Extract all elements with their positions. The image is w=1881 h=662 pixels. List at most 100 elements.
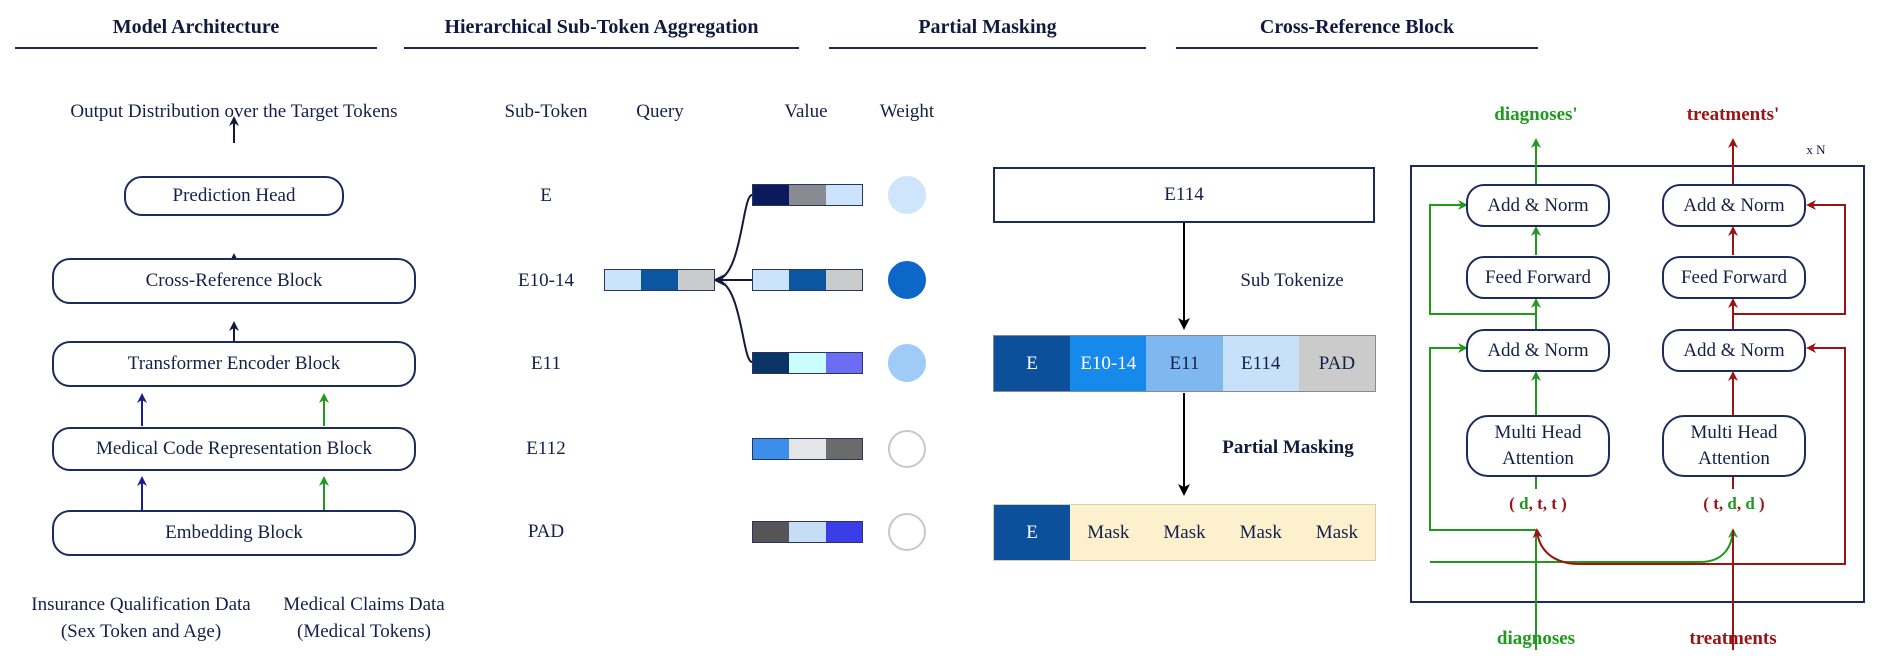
value-cell [753, 353, 790, 373]
subtoken-cell: E11 [1146, 336, 1223, 391]
add-norm-bottom-right: Add & Norm [1662, 329, 1806, 372]
comma: , [1542, 494, 1552, 513]
header-query: Query [636, 101, 684, 122]
value-cell [825, 522, 862, 542]
paren: ( [1703, 494, 1714, 513]
multi-head-attention-left: Multi Head Attention [1466, 415, 1610, 477]
mha-line2: Attention [1698, 448, 1770, 469]
k-symbol: t [1537, 494, 1543, 513]
output-diagnoses-label: diagnoses' [1494, 104, 1578, 125]
rule-crossref [1176, 47, 1538, 49]
input-treatments-label: treatments [1689, 628, 1777, 649]
value-vector [752, 438, 863, 460]
comma: , [1736, 494, 1746, 513]
feed-forward-right: Feed Forward [1662, 256, 1806, 299]
comma: , [1528, 494, 1538, 513]
input-insurance-line1: Insurance Qualification Data [31, 594, 251, 615]
mha-line1: Multi Head [1494, 422, 1582, 444]
cross-reference-block: Cross-Reference Block [52, 258, 416, 304]
header-sub-token: Sub-Token [504, 101, 588, 122]
sub-tokenize-label: Sub Tokenize [1240, 270, 1344, 291]
q-symbol: d [1519, 494, 1529, 513]
subtoken-label: E [540, 185, 552, 206]
value-vector [752, 352, 863, 374]
v-symbol: d [1745, 494, 1755, 513]
weight-circle [888, 344, 926, 382]
subtoken-cell: PAD [1298, 336, 1376, 391]
rule-architecture [15, 47, 377, 49]
add-norm-top-right: Add & Norm [1662, 184, 1806, 227]
value-cell [753, 270, 790, 290]
value-vector [752, 184, 863, 206]
qkv-triple-right: ( t, d, d ) [1686, 494, 1782, 514]
subtoken-row: E E10-14 E11 E114 PAD [993, 335, 1376, 392]
paren: ) [1754, 494, 1765, 513]
input-medical-claims-line1: Medical Claims Data [283, 594, 445, 615]
partial-masking-step-label: Partial Masking [1222, 437, 1354, 458]
value-vector [752, 521, 863, 543]
weight-circle [888, 430, 926, 468]
value-vector [752, 269, 863, 291]
value-cell [753, 185, 790, 205]
transformer-encoder-block: Transformer Encoder Block [52, 341, 416, 387]
value-cell [825, 270, 862, 290]
v-symbol: t [1551, 494, 1557, 513]
repeat-n-label: x N [1806, 142, 1826, 157]
query-cell [641, 270, 678, 290]
title-cross-reference: Cross-Reference Block [1259, 16, 1455, 38]
masked-cell: Mask [1070, 505, 1147, 560]
add-norm-top-left: Add & Norm [1466, 184, 1610, 227]
q-symbol: t [1713, 494, 1719, 513]
weight-circle [888, 176, 926, 214]
comma: , [1718, 494, 1728, 513]
subtoken-label: PAD [527, 521, 565, 542]
subtoken-cell: E10-14 [1070, 336, 1147, 391]
feed-forward-left: Feed Forward [1466, 256, 1610, 299]
rule-aggregation [404, 47, 799, 49]
header-weight: Weight [879, 101, 935, 122]
output-treatments-label: treatments' [1686, 104, 1780, 125]
input-medical-claims-line2: (Medical Tokens) [297, 621, 431, 642]
paren: ) [1556, 494, 1567, 513]
value-cell [753, 522, 790, 542]
multi-head-attention-right: Multi Head Attention [1662, 415, 1806, 477]
value-cell [789, 185, 826, 205]
masked-cell: Mask [1298, 505, 1376, 560]
crossref-frame [1410, 165, 1865, 603]
subtoken-label: E112 [526, 438, 566, 459]
input-insurance-line2: (Sex Token and Age) [60, 621, 222, 642]
value-cell [789, 439, 826, 459]
paren: ( [1509, 494, 1520, 513]
masked-cell: Mask [1222, 505, 1299, 560]
weight-circle [888, 513, 926, 551]
value-cell [789, 522, 826, 542]
medical-code-representation-block: Medical Code Representation Block [52, 427, 416, 471]
value-cell [789, 270, 826, 290]
add-norm-bottom-left: Add & Norm [1466, 329, 1610, 372]
input-diagnoses-label: diagnoses [1496, 628, 1576, 649]
query-cell [605, 270, 642, 290]
title-partial-masking: Partial Masking [918, 16, 1057, 38]
value-cell [825, 353, 862, 373]
value-cell [825, 439, 862, 459]
embedding-block: Embedding Block [52, 510, 416, 556]
query-vector [604, 269, 715, 291]
value-cell [825, 185, 862, 205]
query-cell [677, 270, 714, 290]
k-symbol: d [1727, 494, 1737, 513]
value-cell [789, 353, 826, 373]
masked-cell: E [994, 505, 1071, 560]
code-box: E114 [993, 167, 1375, 223]
subtoken-label: E10-14 [518, 270, 574, 291]
header-value: Value [784, 101, 828, 122]
aggregation-curves [713, 194, 753, 363]
prediction-head-block: Prediction Head [124, 176, 344, 216]
output-distribution-label: Output Distribution over the Target Toke… [70, 101, 398, 122]
masked-cell: Mask [1146, 505, 1223, 560]
subtoken-cell: E [994, 336, 1071, 391]
weight-circle [888, 261, 926, 299]
title-aggregation: Hierarchical Sub-Token Aggregation [444, 16, 759, 38]
mha-line1: Multi Head [1690, 422, 1778, 444]
subtoken-cell: E114 [1222, 336, 1299, 391]
qkv-triple-left: ( d, t, t ) [1490, 494, 1586, 514]
